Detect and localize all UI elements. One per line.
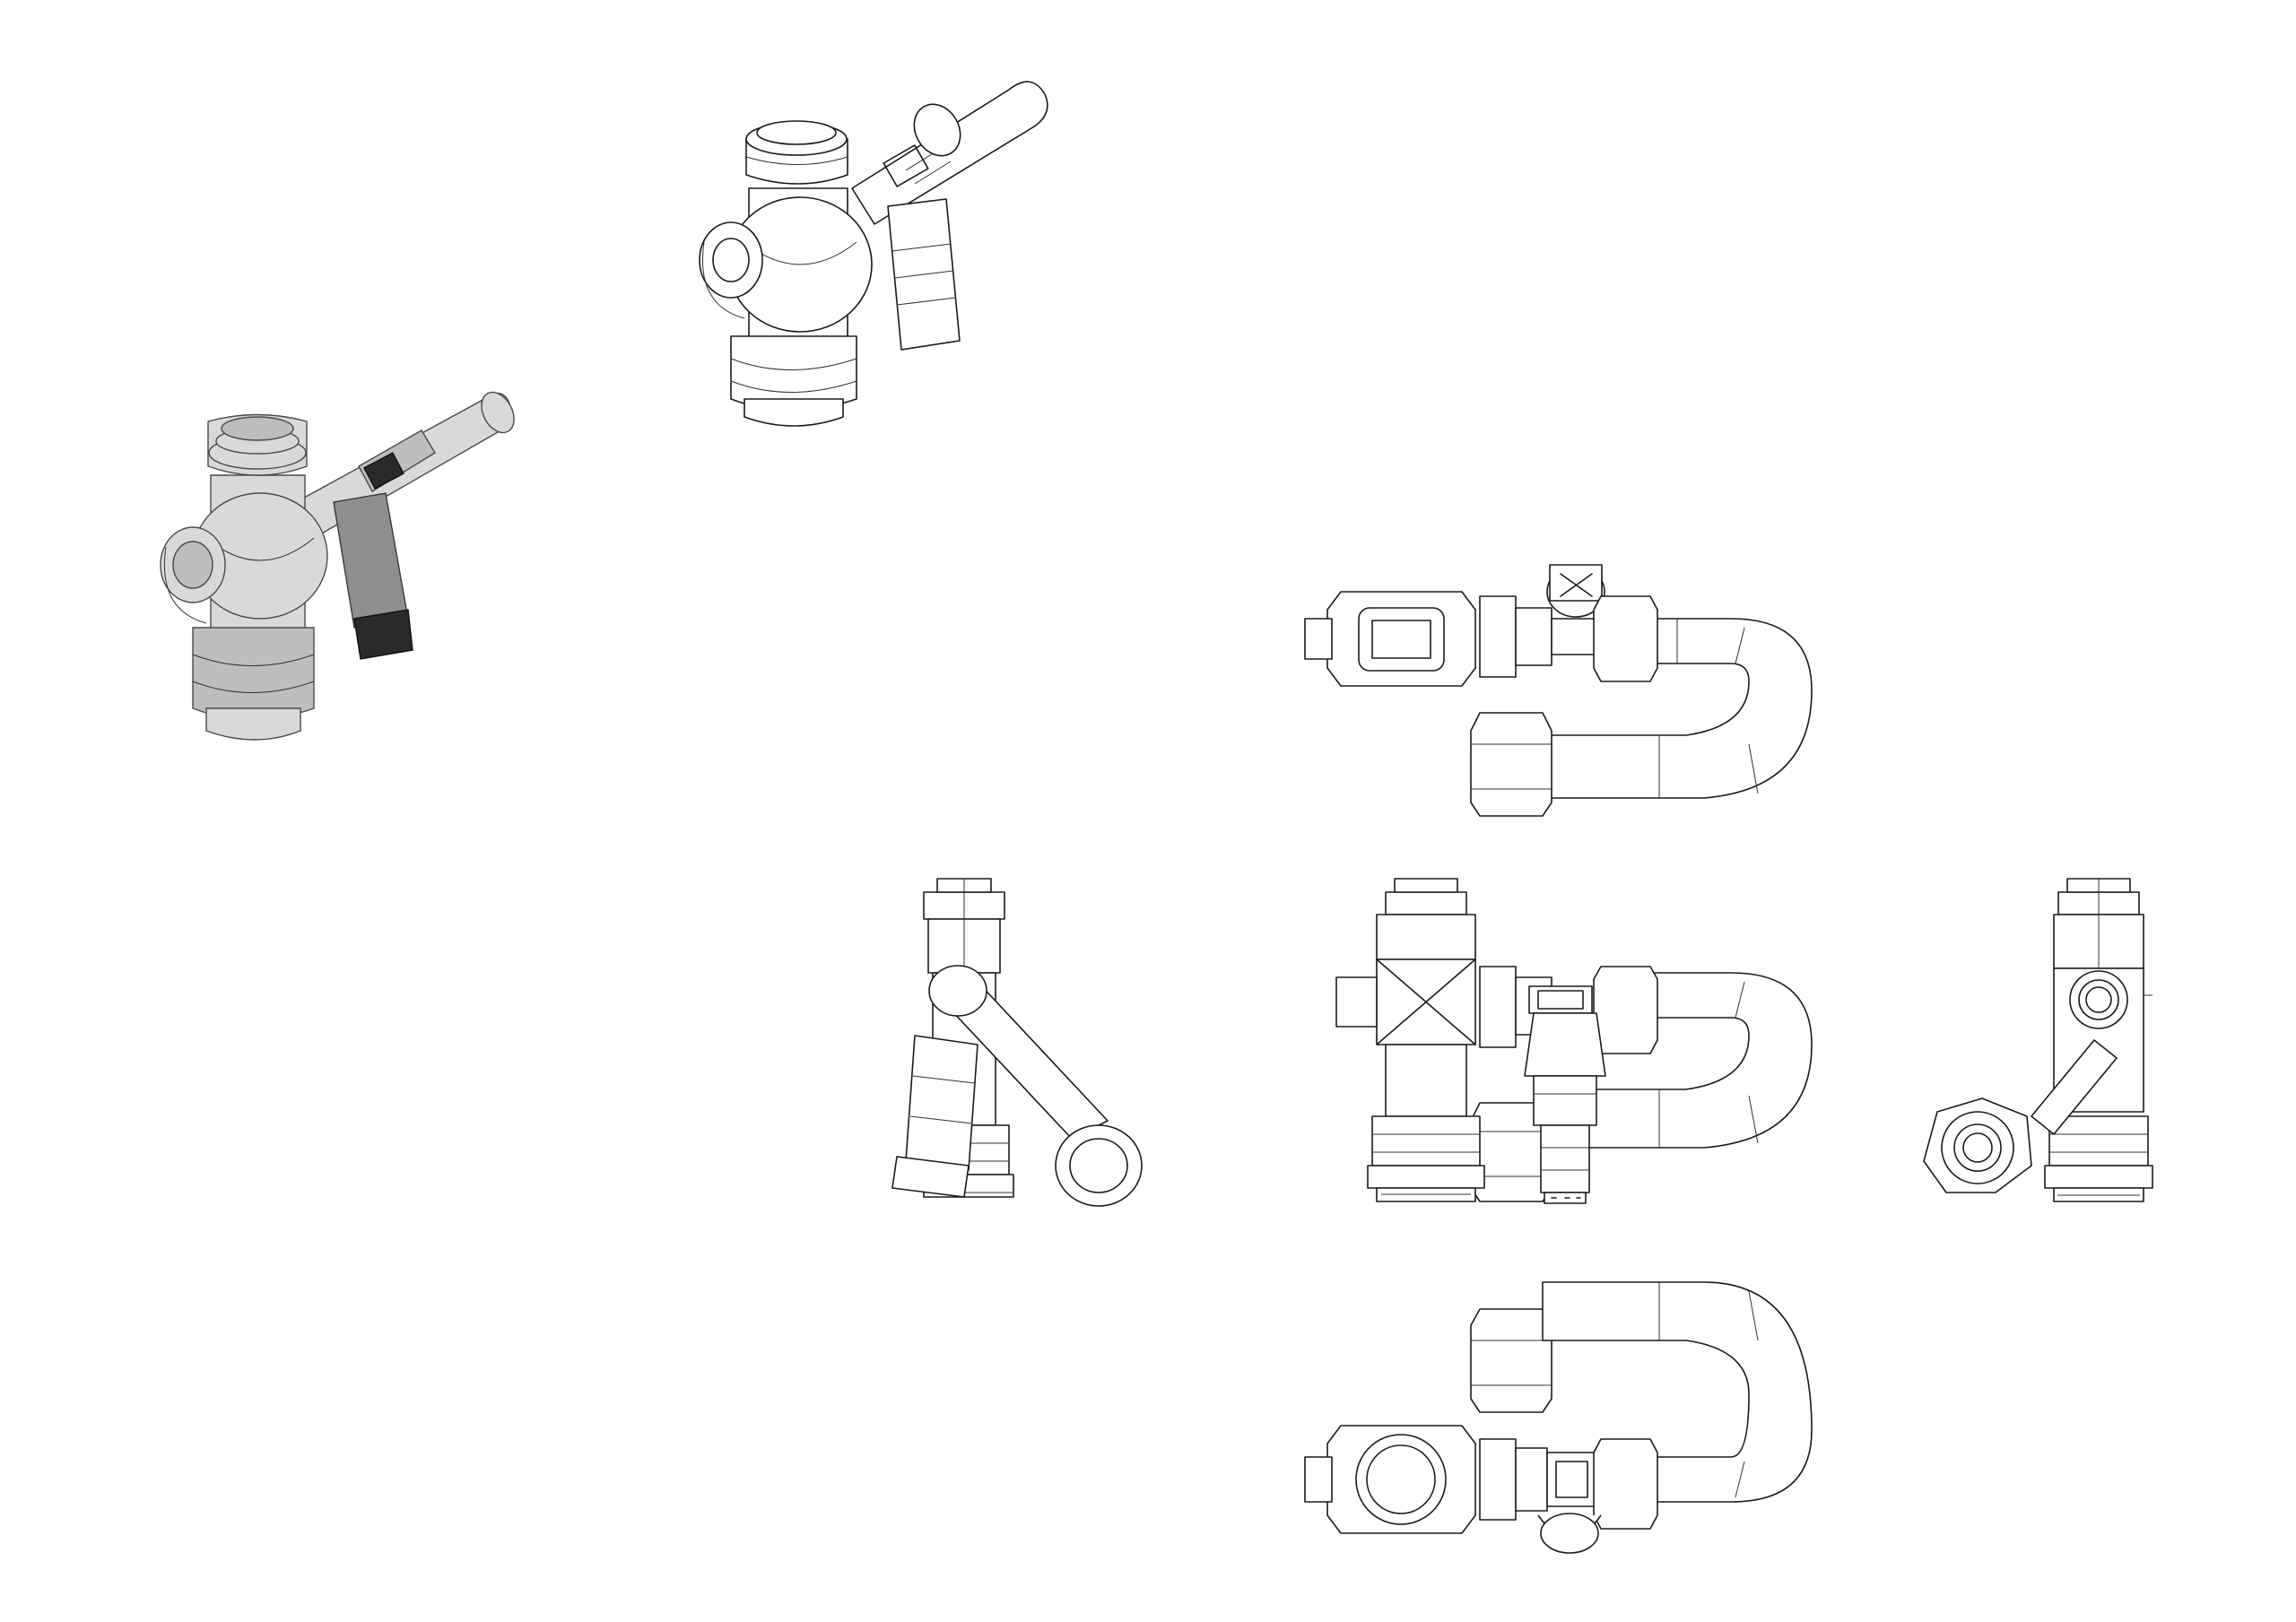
iso-wireframe-view <box>699 81 1048 427</box>
top-view <box>1304 564 1813 817</box>
bottom-view <box>1304 1281 1813 1554</box>
iso-shaded-view <box>160 391 515 741</box>
side-view-right <box>1923 878 2153 1202</box>
side-view-left <box>891 878 1143 1207</box>
front-view <box>1335 878 1813 1204</box>
